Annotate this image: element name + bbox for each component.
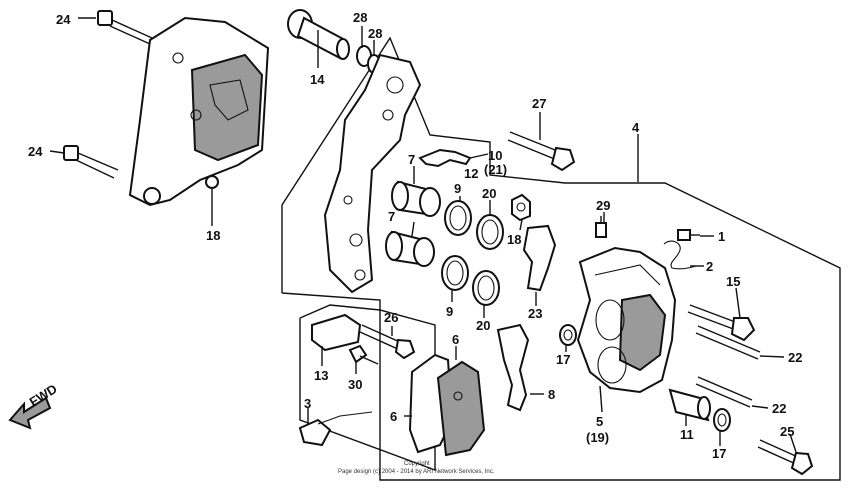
bolt-part-15 — [687, 304, 756, 342]
seal-part-20-top — [476, 214, 504, 250]
callout-25: 25 — [780, 424, 794, 439]
callout-22-top: 22 — [788, 350, 802, 365]
callout-12: 12 — [464, 166, 478, 181]
mounting-bracket — [323, 53, 422, 294]
callout-10: 10 — [488, 148, 502, 163]
callout-14: 14 — [310, 72, 325, 87]
seal-part-20-bottom — [472, 270, 500, 306]
callout-13: 13 — [314, 368, 328, 383]
bolt-part-30 — [348, 344, 379, 365]
seal-part-9-bottom — [441, 255, 469, 291]
clip-part-3 — [298, 411, 373, 447]
callout-17-right: 17 — [712, 446, 726, 461]
callout-24-top: 24 — [56, 12, 71, 27]
callout-15: 15 — [726, 274, 740, 289]
callout-18-mid: 18 — [507, 232, 521, 247]
callout-6-top: 6 — [452, 332, 459, 347]
bolt-part-24-left — [63, 145, 119, 179]
callout-10-paren: (21) — [484, 162, 507, 177]
piston-part-7-top — [391, 180, 441, 217]
callout-27: 27 — [532, 96, 546, 111]
callout-7-bottom: 7 — [388, 209, 395, 224]
callout-24-left: 24 — [28, 144, 43, 159]
callout-3: 3 — [304, 396, 311, 411]
shim-part-13 — [311, 313, 362, 352]
copyright-notice: Page design (c) 2004 - 2014 by ARI Netwo… — [338, 469, 495, 475]
callout-7-top: 7 — [408, 152, 415, 167]
bolt-part-27 — [507, 131, 576, 172]
spring-plate-part-8 — [496, 323, 530, 412]
callout-6-left: 6 — [390, 409, 397, 424]
callout-18-left: 18 — [206, 228, 220, 243]
callout-1: 1 — [718, 229, 725, 244]
bleeder-part-29 — [595, 216, 607, 238]
bolt-part-25 — [757, 439, 814, 476]
callout-22-bottom: 22 — [772, 401, 786, 416]
fwd-arrow-icon — [8, 396, 52, 430]
callout-11: 11 — [680, 427, 694, 442]
leader-lines — [49, 17, 797, 453]
nut-part-16 — [511, 193, 531, 222]
bolt-part-24-top — [97, 10, 153, 45]
boot-part-17-lower — [713, 408, 731, 432]
boot-part-17-upper — [559, 324, 577, 346]
callout-30: 30 — [348, 377, 362, 392]
callout-26: 26 — [384, 310, 398, 325]
callout-4: 4 — [632, 120, 640, 135]
clip-part-2 — [663, 240, 697, 270]
callout-23: 23 — [528, 306, 542, 321]
callout-9-bottom: 9 — [446, 304, 453, 319]
brake-pad-part-6 — [408, 353, 486, 457]
caliper-bracket-part-18 — [128, 16, 270, 207]
bolt-part-26 — [359, 324, 416, 360]
bracket-group-outline — [281, 36, 841, 481]
callout-20-bottom: 20 — [476, 318, 490, 333]
callout-20-top: 20 — [482, 186, 496, 201]
pin-part-14 — [287, 9, 350, 60]
callout-29: 29 — [596, 198, 610, 213]
pin-part-22-top — [695, 325, 761, 360]
spring-clip-part-12 — [418, 148, 472, 168]
seal-part-9-top — [444, 200, 472, 236]
copyright-label: Copyright — [404, 461, 430, 467]
callout-28-bottom: 28 — [368, 26, 382, 41]
piston-part-7-bottom — [385, 230, 435, 267]
cap-part-1 — [677, 229, 700, 241]
pin-part-22-bottom — [695, 376, 753, 408]
plate-part-23 — [522, 224, 557, 292]
callout-2: 2 — [706, 259, 713, 274]
callout-9-top: 9 — [454, 181, 461, 196]
caliper-body-part-5 — [576, 246, 677, 394]
callout-8: 8 — [548, 387, 555, 402]
callout-5: 5 — [596, 414, 603, 429]
pad-group-outline — [299, 304, 436, 472]
callout-5-paren: (19) — [586, 430, 609, 445]
sleeve-part-11 — [668, 388, 711, 422]
callout-17-left: 17 — [556, 352, 570, 367]
callout-28-top: 28 — [353, 10, 367, 25]
